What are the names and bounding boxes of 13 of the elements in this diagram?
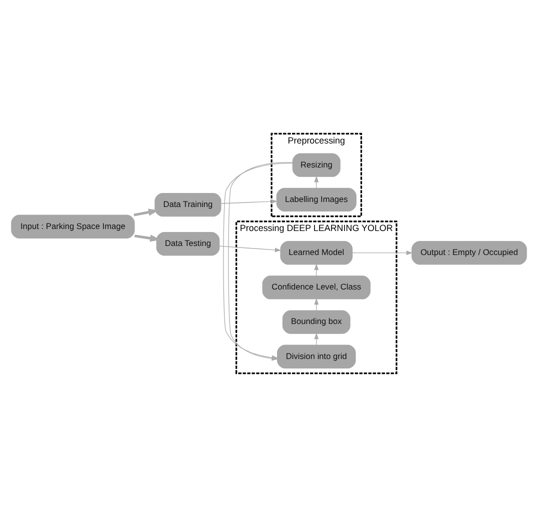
node-box: Data Training [154,192,222,217]
arrow [219,246,282,252]
node-box: Labelling Images [276,188,356,212]
node-box: Learned Model [280,241,353,265]
node-box: Data Testing [156,232,220,256]
node-box: Resizing [292,153,340,177]
node-box: Input : Parking Space Image [11,214,135,238]
node-box: Bounding box [282,310,350,334]
node-box: Output : Empty / Occupied [412,241,527,265]
arrow [220,199,278,204]
node-box: Confidence Level, Class [262,276,371,300]
arrow [352,250,413,256]
node-box: Division into grid [277,344,356,368]
